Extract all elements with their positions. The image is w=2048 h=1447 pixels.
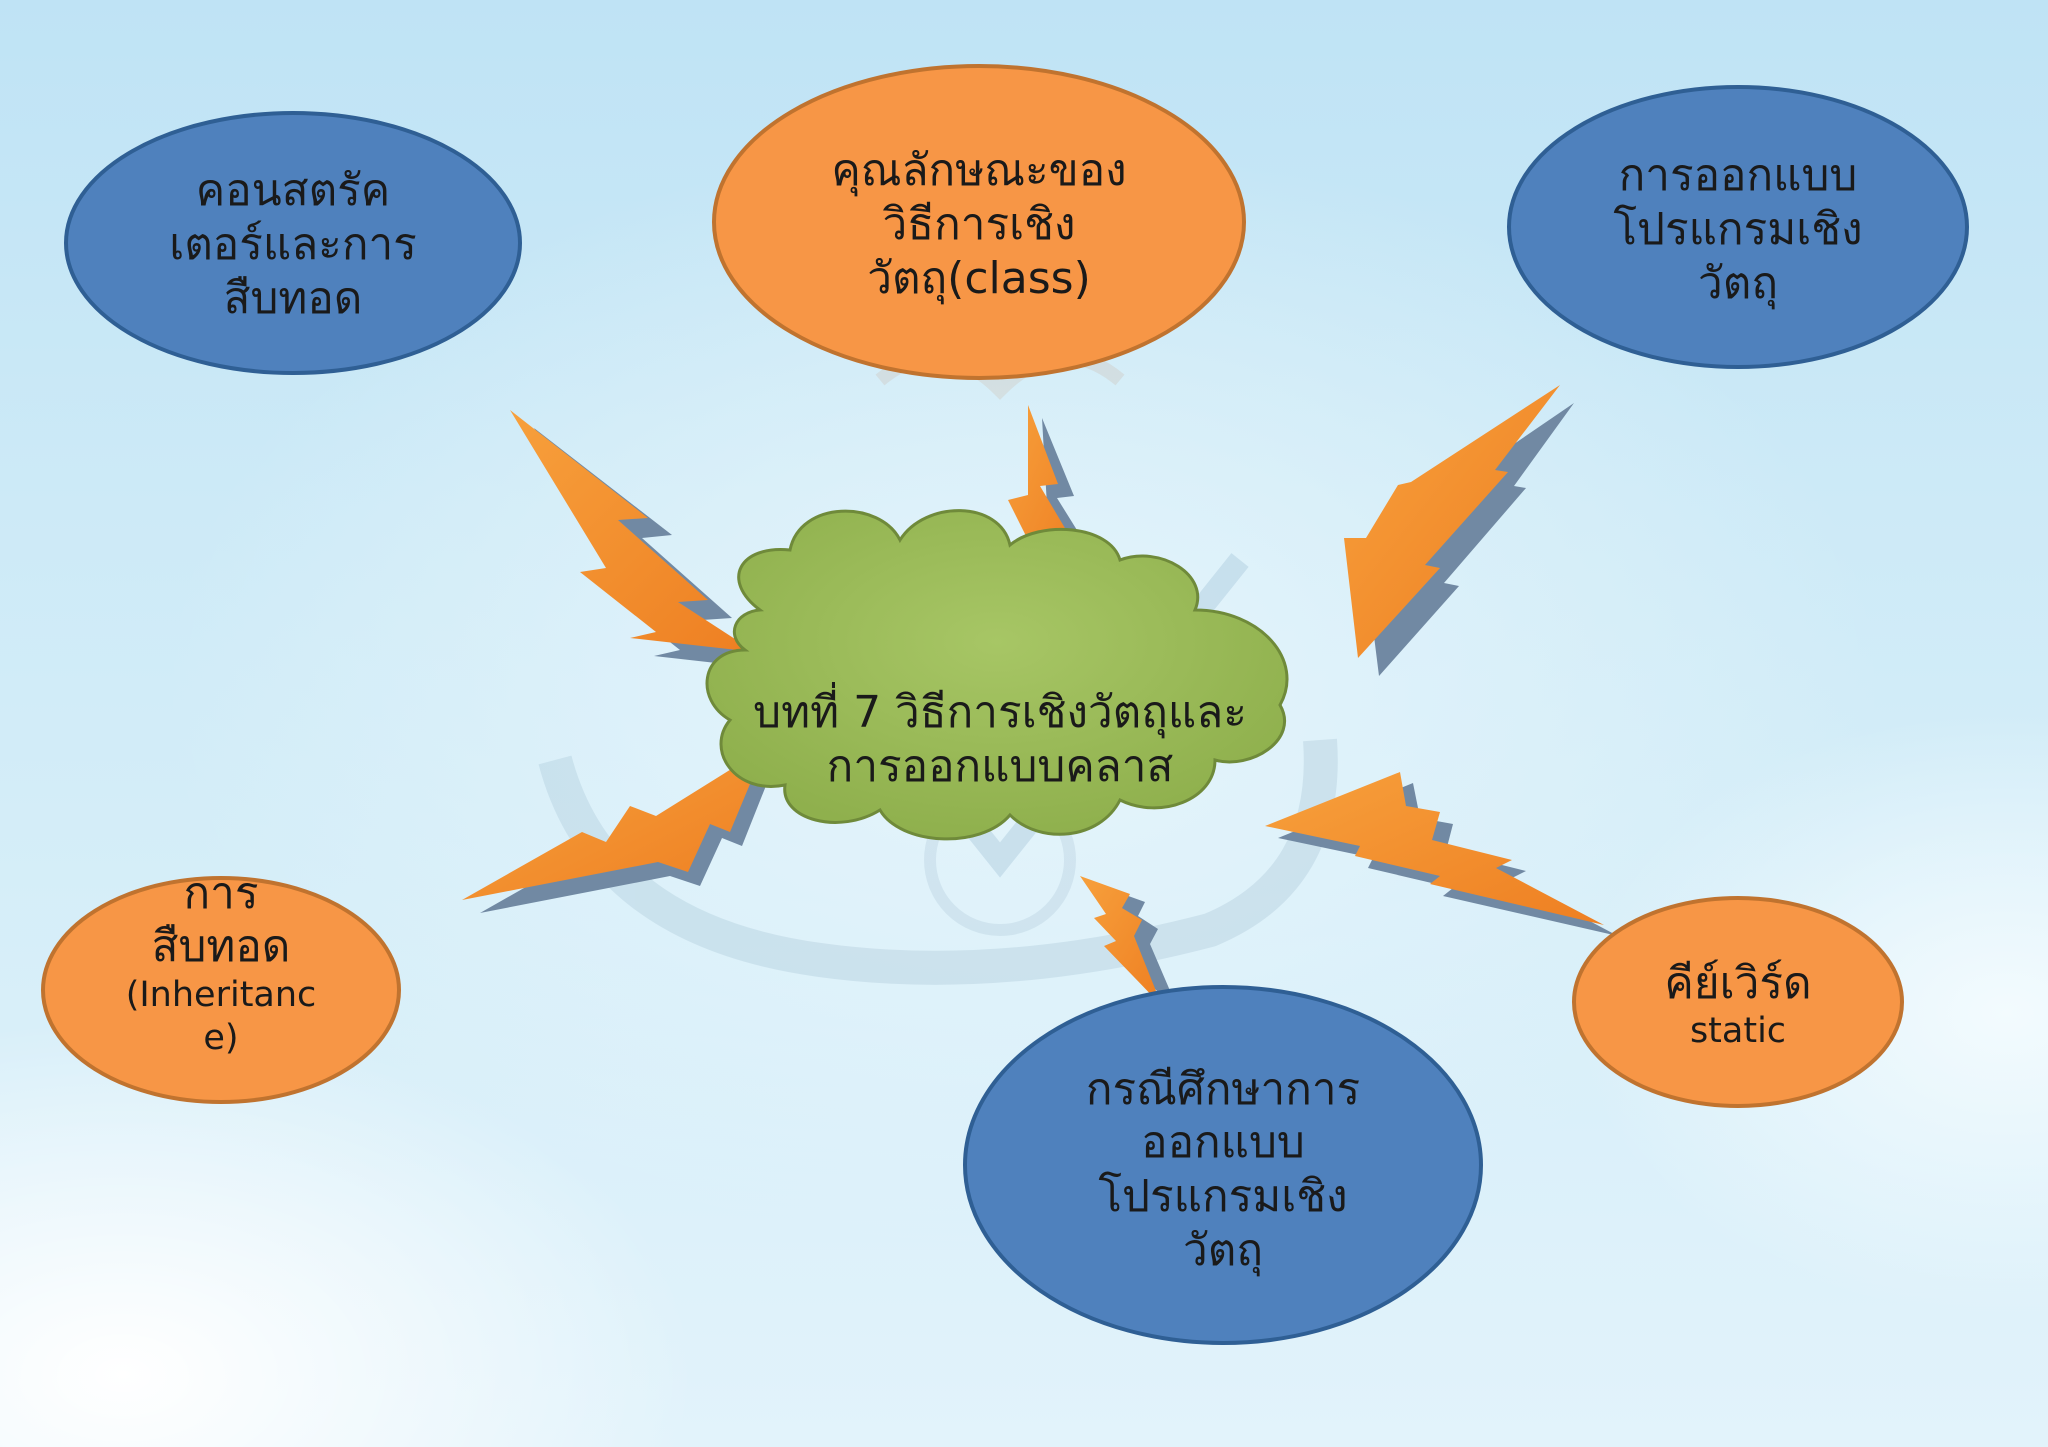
class-properties-text: คุณลักษณะของ วิธีการเชิง วัตถุ(class) — [749, 115, 1209, 335]
case-study-text: กรณีศึกษาการ ออกแบบ โปรแกรมเชิง วัตถุ — [1003, 1030, 1443, 1310]
connector-bolt-top-right — [1344, 385, 1574, 676]
oo-design-text: การออกแบบ โปรแกรมเชิง วัตถุ — [1548, 135, 1928, 325]
center-topic-line-2: การออกแบบคลาส — [827, 740, 1174, 794]
center-topic-line-1: บทที่ 7 วิธีการเชิงวัตถุและ — [753, 686, 1247, 740]
center-topic-text: บทที่ 7 วิธีการเชิงวัตถุและ การออกแบบคลา… — [700, 665, 1300, 815]
static-keyword-text: คีย์เวิร์ด static — [1598, 940, 1878, 1070]
constructor-inheritance-text: คอนสตรัค เตอร์และการ สืบทอด — [103, 150, 483, 340]
inheritance-text: การ สืบทอด (Inheritanc e) — [61, 848, 381, 1078]
